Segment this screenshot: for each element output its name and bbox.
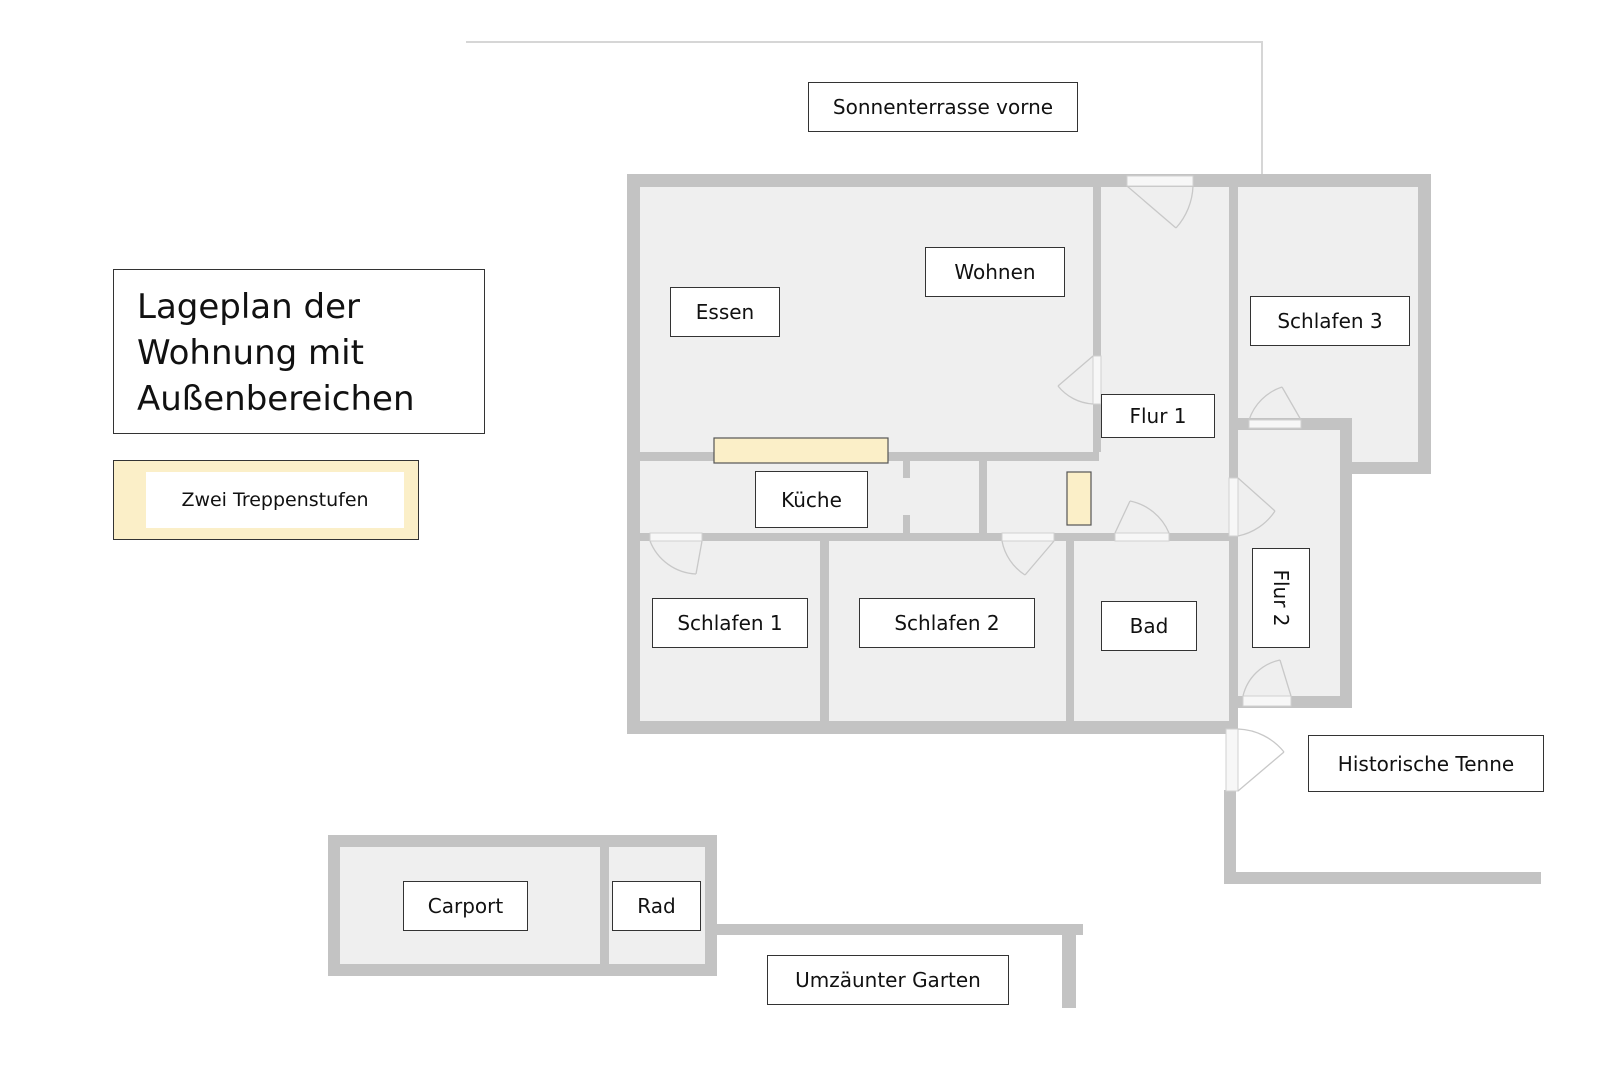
garden-fence — [717, 924, 1083, 1008]
label-essen: Essen — [670, 287, 780, 337]
carport-walls — [328, 835, 717, 976]
terrace-outline — [466, 41, 1263, 178]
label-wohnen: Wohnen — [925, 247, 1065, 297]
stairs-1 — [713, 437, 889, 464]
label-bad: Bad — [1101, 601, 1197, 651]
label-rad: Rad — [612, 881, 701, 931]
label-carport: Carport — [403, 881, 528, 931]
title-line-1: Lageplan der — [137, 287, 360, 327]
label-schlafen-3: Schlafen 3 — [1250, 296, 1410, 346]
title-line-3: Außenbereichen — [137, 379, 415, 419]
label-schlafen-2: Schlafen 2 — [859, 598, 1035, 648]
label-flur-2: Flur 2 — [1252, 548, 1310, 648]
title-line-2: Wohnung mit — [137, 333, 364, 373]
doors — [649, 175, 1302, 792]
stairs-legend: Zwei Treppenstufen — [113, 460, 419, 540]
label-flur-1: Flur 1 — [1101, 394, 1215, 438]
label-flur-2-text: Flur 2 — [1269, 569, 1293, 627]
label-kueche: Küche — [755, 471, 868, 528]
label-sonnenterrasse: Sonnenterrasse vorne — [808, 82, 1078, 132]
label-schlafen-1: Schlafen 1 — [652, 598, 808, 648]
label-historische-tenne: Historische Tenne — [1308, 735, 1544, 792]
stairs-2 — [1066, 471, 1092, 526]
label-umzaeunter-garten: Umzäunter Garten — [767, 955, 1009, 1005]
plan-title: Lageplan der Wohnung mit Außenbereichen — [113, 269, 485, 434]
stairs-legend-label: Zwei Treppenstufen — [146, 472, 404, 528]
